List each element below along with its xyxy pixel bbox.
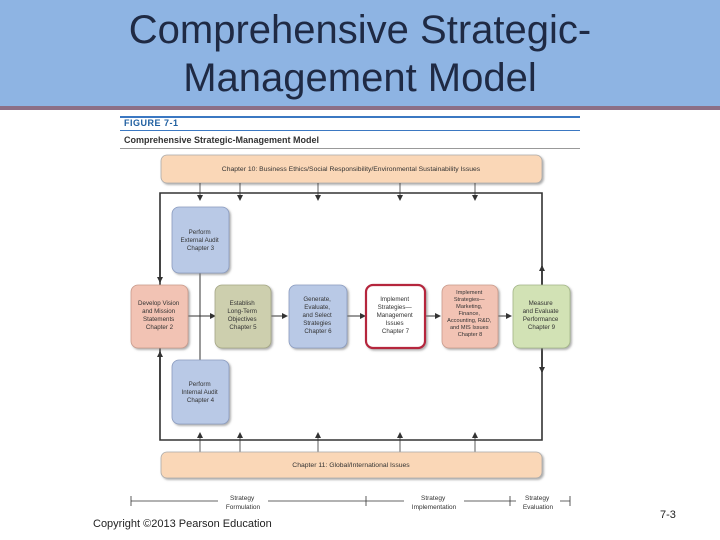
stage-evaluation-line-2: Evaluation: [523, 504, 554, 511]
svg-text:Perform External Audit: Perform External Audit Chapter 3: [181, 229, 221, 252]
box-external-audit: Perform External Audit Chapter 3: [171, 206, 230, 274]
implement-func-line-1: Implement: [456, 290, 483, 296]
slide-title-line-2: Management Model: [183, 56, 537, 100]
box-vision-mission: Develop Vision and Mission Statements Ch…: [130, 284, 189, 349]
vision-line-3: Statements: [143, 316, 174, 323]
measure-line-2: and Evaluate: [523, 308, 560, 315]
implement-func-line-6: and MIS Issues: [450, 325, 489, 331]
measure-line-4: Chapter 9: [528, 324, 556, 331]
svg-text:Implement Strategies—: Implement Strategies— Marketing, Finance…: [447, 290, 493, 338]
implement-func-line-2: Strategies—: [454, 297, 485, 303]
objectives-line-1: Establish: [230, 300, 256, 307]
svg-text:Strategy Evaluation: Strategy Evaluation: [523, 495, 554, 511]
internal-audit-line-3: Chapter 4: [187, 397, 215, 404]
external-audit-line-1: Perform: [189, 229, 211, 236]
stage-implementation-line-2: Implementation: [412, 504, 457, 511]
vision-line-4: Chapter 2: [146, 324, 174, 331]
measure-line-3: Performance: [523, 316, 559, 323]
svg-text:Implement Strategies—: Implement Strategies— Management Issues …: [377, 296, 415, 335]
implement-func-line-5: Accounting, R&D,: [447, 318, 492, 324]
generate-line-1: Generate,: [303, 296, 331, 303]
generate-line-2: Evaluate,: [304, 304, 330, 311]
slide-title-line-1: Comprehensive Strategic-: [128, 8, 592, 52]
implement-mgmt-line-3: Management: [377, 312, 413, 319]
figure-bottom-rule: [120, 148, 580, 149]
internal-audit-line-1: Perform: [189, 381, 211, 388]
implement-mgmt-line-4: Issues: [386, 320, 404, 327]
external-audit-line-2: External Audit: [181, 237, 219, 244]
figure-top-rule: [120, 116, 580, 118]
implement-func-line-3: Marketing,: [456, 304, 483, 310]
svg-text:Develop Vision and Missi: Develop Vision and Mission Statements Ch…: [138, 300, 181, 331]
objectives-line-3: Objectives: [228, 316, 257, 323]
box-measure: Measure and Evaluate Performance Chapter…: [512, 284, 571, 349]
vision-line-2: and Mission: [142, 308, 176, 315]
external-audit-line-3: Chapter 3: [187, 245, 215, 252]
stage-formulation-line-1: Strategy: [230, 495, 255, 502]
implement-func-line-4: Finance,: [458, 311, 480, 317]
top-band-label: Chapter 10: Business Ethics/Social Respo…: [222, 166, 481, 173]
internal-audit-line-2: Internal Audit: [182, 389, 218, 396]
svg-text:Perform Internal Audit: Perform Internal Audit Chapter 4: [182, 381, 220, 404]
vision-line-1: Develop Vision: [138, 300, 180, 307]
stage-formulation-line-2: Formulation: [226, 504, 261, 511]
generate-line-3: and Select: [303, 312, 333, 319]
figure-label: FIGURE 7-1: [124, 118, 179, 128]
top-band: [160, 154, 543, 184]
figure-mid-rule: [120, 130, 580, 131]
generate-line-4: Strategies: [303, 320, 331, 327]
title-band: [0, 0, 720, 110]
stage-implementation-line-1: Strategy: [421, 495, 446, 502]
stage-label-bg-evaluation: [516, 494, 560, 512]
objectives-line-4: Chapter 5: [229, 324, 257, 331]
box-implement-functional: Implement Strategies— Marketing, Finance…: [441, 284, 499, 349]
svg-text:Measure and Evaluate: Measure and Evaluate Performance Chapter…: [523, 300, 561, 331]
stage-evaluation-line-1: Strategy: [525, 495, 550, 502]
svg-text:Generate, Evaluate,: Generate, Evaluate, and Select Strategie…: [303, 296, 334, 335]
box-generate: Generate, Evaluate, and Select Strategie…: [288, 284, 348, 349]
box-implement-management: Implement Strategies— Management Issues …: [364, 283, 427, 350]
figure-title: Comprehensive Strategic-Management Model: [124, 135, 320, 145]
slide-number: 7-3: [660, 509, 676, 521]
stage-label-bg-formulation: [218, 494, 268, 512]
implement-mgmt-line-1: Implement: [380, 296, 409, 303]
measure-line-1: Measure: [529, 300, 554, 307]
implement-mgmt-line-2: Strategies—: [378, 304, 413, 311]
svg-text:Establish Long-Term: Establish Long-Term Objectives Chapter 5: [227, 300, 258, 331]
copyright-footer: Copyright ©2013 Pearson Education: [93, 518, 272, 530]
slide-title: Comprehensive Strategic- Management Mode…: [0, 6, 720, 102]
bottom-band-label: Chapter 11: Global/International Issues: [292, 462, 410, 469]
svg-text:Strategy Implementation: Strategy Implementation: [412, 495, 457, 511]
box-internal-audit: Perform Internal Audit Chapter 4: [171, 359, 230, 425]
box-objectives: Establish Long-Term Objectives Chapter 5: [214, 284, 272, 349]
implement-mgmt-line-5: Chapter 7: [382, 328, 410, 335]
bottom-band: [160, 451, 543, 479]
generate-line-5: Chapter 6: [304, 328, 332, 335]
stage-label-bg-implementation: [404, 494, 464, 512]
implement-func-line-7: Chapter 8: [458, 332, 483, 338]
objectives-line-2: Long-Term: [227, 308, 257, 315]
svg-text:Strategy Formulation: Strategy Formulation: [226, 495, 261, 511]
